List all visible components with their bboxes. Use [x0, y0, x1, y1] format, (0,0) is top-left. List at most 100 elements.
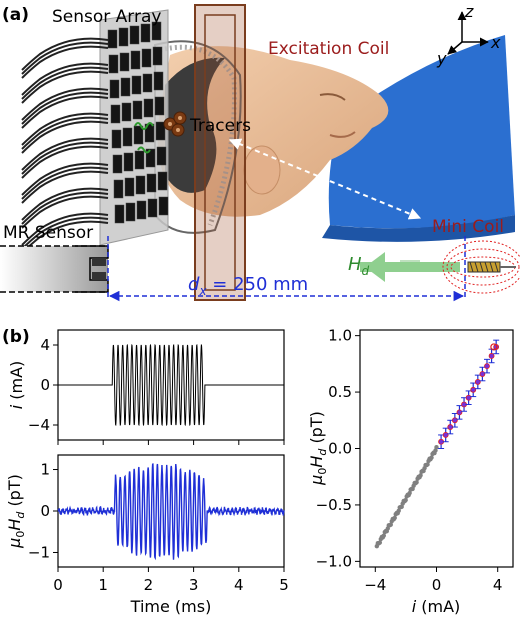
- sensor-cable: [21, 41, 109, 75]
- axis-z-label: z: [464, 2, 474, 21]
- sensor-array: [21, 9, 169, 254]
- calib-point-grey: [407, 490, 412, 496]
- axis-y-label: y: [436, 49, 447, 68]
- sensor-cable: [21, 120, 109, 154]
- sensor-block: [125, 202, 136, 222]
- sensor-block: [122, 127, 133, 147]
- sensor-block: [157, 171, 168, 191]
- sensor-block: [119, 52, 130, 72]
- sensor-block: [143, 98, 154, 118]
- sensor-block: [120, 77, 131, 97]
- calib-point-blue: [451, 417, 458, 424]
- signal-path-arrow: [228, 138, 422, 220]
- calib-point-grey: [392, 515, 397, 521]
- sensor-cable: [21, 116, 109, 150]
- sensor-block: [152, 46, 163, 66]
- calib-ytick-label: 0.0: [328, 440, 352, 458]
- sensor-block: [145, 148, 156, 168]
- calib-point-grey: [418, 473, 423, 478]
- calib-xtick-label: −4: [364, 576, 386, 594]
- current-ytick-label: 0: [40, 376, 50, 394]
- calib-point-blue: [456, 409, 463, 416]
- field-ytick-label: 0: [40, 502, 50, 520]
- distance-indicator: [107, 236, 466, 302]
- panel-b-label: (b): [2, 327, 30, 347]
- sensor-cable: [21, 212, 109, 246]
- sensor-cable: [21, 145, 109, 179]
- time-xlabel: Time (ms): [130, 597, 212, 616]
- sensor-block: [114, 204, 125, 224]
- sensor-block: [130, 50, 141, 70]
- sensor-cable: [21, 137, 109, 171]
- calib-xlabel: i (mA): [412, 597, 461, 616]
- sensor-cable: [21, 45, 109, 79]
- distance-label: dx = 250 mm: [188, 274, 308, 298]
- sensor-cable: [21, 191, 109, 225]
- sensor-cable: [21, 170, 109, 204]
- sensor-block: [153, 71, 164, 91]
- calib-point-blue: [470, 386, 477, 393]
- calib-point-grey: [414, 480, 419, 485]
- sensor-array-label: Sensor Array: [52, 7, 161, 27]
- time-xtick-label: 4: [234, 576, 244, 594]
- sensor-cable: [21, 112, 109, 146]
- calib-point-blue: [442, 432, 449, 438]
- sensor-block: [123, 152, 134, 172]
- tracers-label: Tracers: [189, 116, 251, 136]
- sensor-block: [146, 173, 157, 193]
- hd-field-arrow: [360, 252, 460, 282]
- calib-xtick-label: 0: [432, 576, 442, 594]
- calib-point-blue: [488, 353, 495, 359]
- axis-x-label: x: [490, 33, 501, 52]
- sensor-blocks: [21, 21, 169, 254]
- sensor-block: [158, 196, 169, 216]
- calib-point-grey: [425, 462, 430, 467]
- mini-coil: [442, 240, 520, 294]
- calib-xtick-label: 4: [493, 576, 503, 594]
- time-xtick-label: 5: [279, 576, 289, 594]
- sensor-cable: [21, 62, 109, 96]
- tracer-particles: [134, 111, 187, 154]
- calib-ytick-label: 1.0: [328, 327, 352, 345]
- sensor-cable: [21, 216, 109, 250]
- current-plot: 40−4 i (mA): [7, 329, 285, 445]
- field-ytick-label: 1: [40, 461, 50, 479]
- calib-ytick-label: −0.5: [316, 496, 352, 514]
- sensor-block: [112, 154, 123, 174]
- sensor-cable: [21, 95, 109, 129]
- sensor-block: [151, 21, 162, 41]
- excitation-coil-label: Excitation Coil: [268, 39, 389, 59]
- field-trace: [57, 463, 285, 561]
- time-xtick-label: 0: [53, 576, 63, 594]
- sensor-block: [118, 27, 129, 47]
- time-xtick-label: 1: [98, 576, 108, 594]
- current-ylabel: i (mA): [7, 361, 26, 410]
- sensor-block: [109, 79, 120, 99]
- time-xtick-label: 2: [144, 576, 154, 594]
- calib-point-grey: [381, 533, 386, 538]
- sensor-cable: [21, 91, 109, 125]
- sensor-block: [154, 96, 165, 116]
- coordinate-axes: z x y: [436, 2, 501, 68]
- calib-ytick-label: −1.0: [316, 552, 352, 570]
- sensor-cable: [21, 195, 109, 229]
- sensor-block: [107, 29, 118, 49]
- calib-point-red: [490, 343, 498, 351]
- calib-point-blue: [479, 371, 486, 377]
- field-ytick-label: −1: [28, 543, 50, 561]
- calib-point-grey: [403, 497, 408, 503]
- sensor-cable: [21, 70, 109, 104]
- sensor-block: [136, 200, 147, 220]
- sensor-block: [135, 175, 146, 195]
- calib-point-grey: [434, 444, 439, 450]
- sensor-cable: [21, 187, 109, 221]
- sensor-block: [147, 198, 158, 218]
- calib-point-grey: [377, 540, 383, 545]
- time-xtick-label: 3: [189, 576, 199, 594]
- sensor-block: [140, 23, 151, 43]
- field-ylabel: μ0Hd (pT): [5, 474, 27, 549]
